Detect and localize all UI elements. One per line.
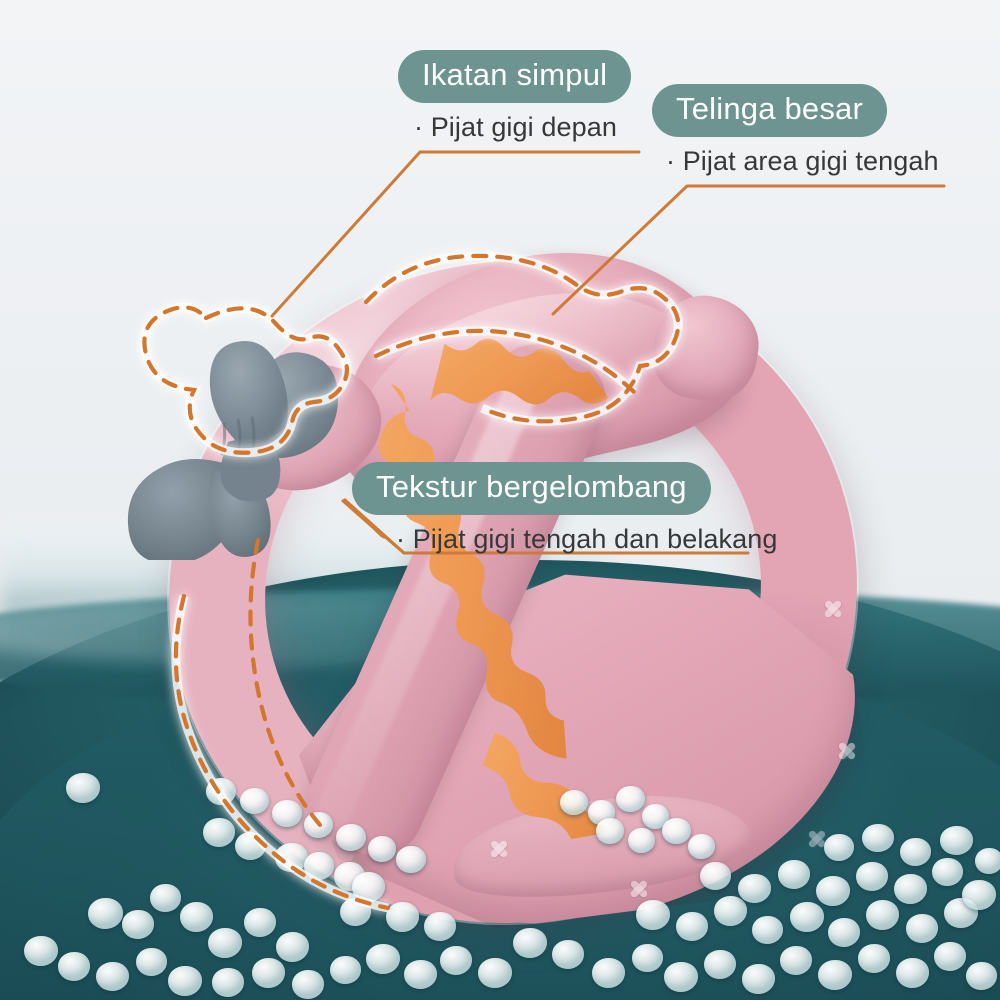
- pellet: [664, 962, 698, 992]
- pellet: [58, 952, 90, 981]
- annotation-label-telinga-besar: Telinga besar · Pijat area gigi tengah: [652, 84, 939, 177]
- pellet: [816, 876, 850, 906]
- pellet: [122, 910, 154, 939]
- pellet: [906, 914, 938, 943]
- pellet: [894, 874, 927, 904]
- pellet: [252, 958, 285, 988]
- pellet: [272, 800, 302, 827]
- pellet: [896, 958, 929, 988]
- pellet: [934, 942, 966, 971]
- pellet: [180, 902, 213, 932]
- annotation-subtitle: · Pijat gigi tengah dan belakang: [396, 523, 778, 554]
- pellet: [275, 843, 308, 872]
- pellet: [304, 852, 334, 880]
- pellet: [662, 818, 691, 844]
- pellet: [136, 948, 167, 976]
- pellet: [440, 946, 472, 975]
- pellet: [404, 960, 437, 989]
- pellet: [24, 936, 58, 966]
- annotation-badge: Telinga besar: [652, 84, 887, 137]
- pellet: [240, 788, 269, 814]
- pellet: [596, 818, 624, 844]
- pellet: [900, 838, 931, 866]
- annotation-subtitle: · Pijat area gigi tengah: [666, 145, 939, 176]
- pellet: [856, 862, 888, 891]
- annotation-badge: Ikatan simpul: [398, 50, 632, 103]
- pellet: [966, 962, 997, 990]
- pellet: [366, 944, 400, 974]
- pellet: [778, 860, 810, 889]
- pellet: [714, 896, 747, 926]
- pellet: [386, 902, 419, 932]
- pellet: [168, 966, 202, 996]
- pellet: [752, 916, 783, 944]
- pellet: [932, 858, 963, 886]
- pellet: [552, 940, 584, 969]
- pellet: [818, 960, 852, 990]
- pellet: [738, 874, 771, 903]
- pellet: [208, 928, 242, 958]
- annotation-label-tekstur-bergelombang: Tekstur bergelombang · Pijat gigi tengah…: [352, 462, 777, 555]
- pellet: [688, 834, 715, 859]
- pellet: [206, 778, 236, 805]
- pellet: [66, 773, 100, 803]
- annotation-label-ikatan-simpul: Ikatan simpul · Pijat gigi depan: [398, 50, 632, 143]
- pellet: [975, 848, 1000, 874]
- pellet: [676, 912, 708, 941]
- pellet: [235, 832, 266, 860]
- annotation-subtitle: · Pijat gigi depan: [414, 111, 617, 142]
- pellet: [560, 790, 588, 815]
- pellet: [330, 956, 361, 984]
- annotation-badge: Tekstur bergelombang: [352, 462, 711, 515]
- pellet: [340, 898, 371, 926]
- pellet: [962, 880, 996, 910]
- pellet: [636, 900, 670, 930]
- pellet: [244, 908, 276, 937]
- pellet: [88, 898, 123, 929]
- pellet: [292, 970, 324, 999]
- pellet: [780, 946, 812, 975]
- pellet: [424, 912, 456, 941]
- pellet: [513, 928, 547, 958]
- pellet: [592, 958, 625, 988]
- pellet: [700, 862, 731, 890]
- pellet: [790, 902, 824, 932]
- pellet: [742, 964, 775, 994]
- pellet: [866, 900, 899, 930]
- pellet: [616, 786, 645, 812]
- pellet: [632, 944, 663, 972]
- pellet: [862, 824, 894, 852]
- pellet: [940, 826, 973, 855]
- pellet: [212, 968, 244, 997]
- pellet: [304, 812, 333, 838]
- pellet: [150, 884, 181, 912]
- pellet: [824, 834, 854, 861]
- pellet: [276, 932, 309, 962]
- pellet: [828, 918, 860, 947]
- pellet: [628, 828, 655, 853]
- pellet: [396, 846, 426, 873]
- pellet: [858, 944, 890, 973]
- pellet: [96, 962, 129, 991]
- pellet: [336, 824, 366, 851]
- pellet: [368, 836, 396, 862]
- pellet: [478, 958, 512, 988]
- pellet: [203, 818, 235, 847]
- pellet: [704, 950, 736, 979]
